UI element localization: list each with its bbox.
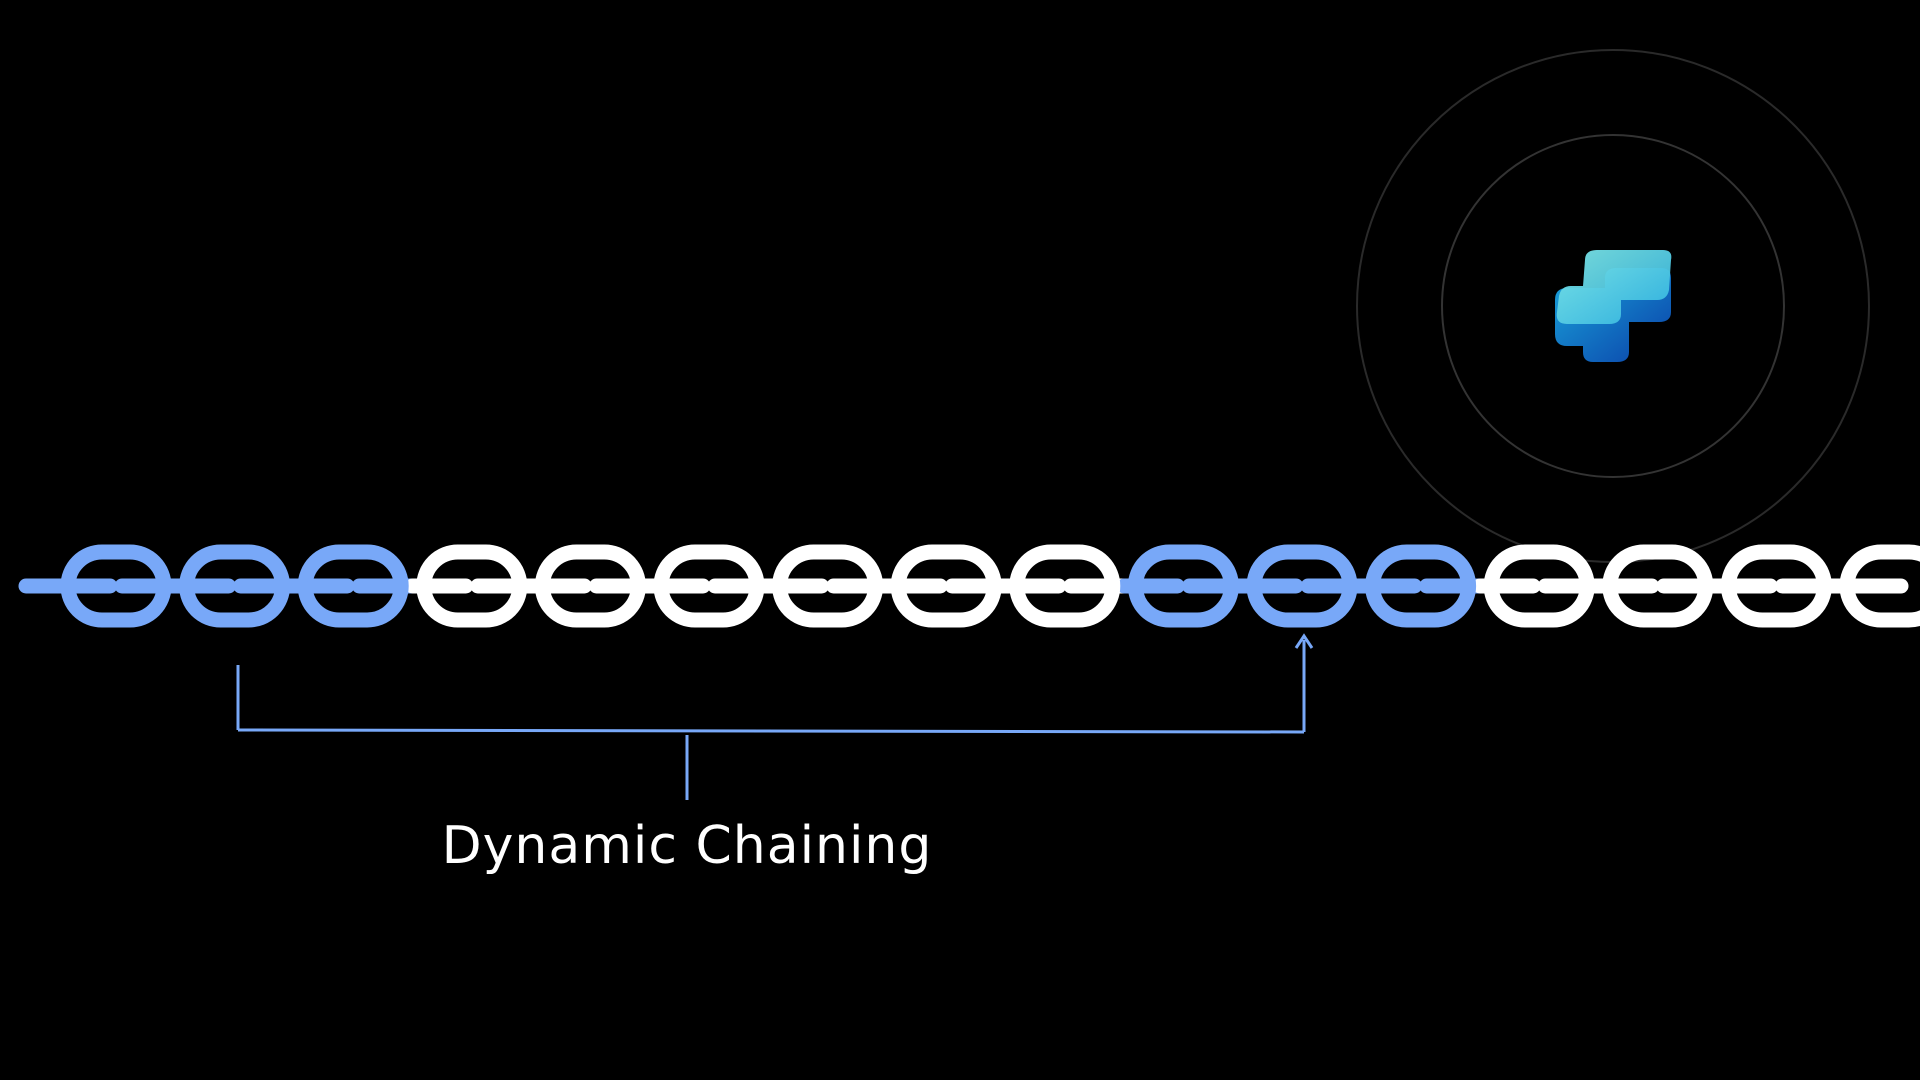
chain-link-highlighted: [179, 544, 291, 628]
chain-link: [1602, 544, 1714, 628]
diagram-caption: Dynamic Chaining: [441, 816, 933, 876]
chain-rivet: [187, 579, 202, 593]
chain-rivet: [386, 579, 401, 593]
logo-top-block: [1556, 250, 1672, 324]
arrow-head-icon: [1294, 633, 1314, 649]
chain-rivet: [1809, 579, 1824, 593]
chain-link: [1839, 544, 1920, 628]
chain-rivet: [306, 579, 321, 593]
chain-rivet: [1848, 579, 1862, 593]
dynamic-chaining-bracket: [236, 633, 1314, 800]
chain-rivet: [1335, 579, 1349, 593]
chain-rivet: [1492, 579, 1507, 593]
chain-rivet: [424, 579, 439, 593]
chain-link: [1009, 544, 1121, 628]
chain: [18, 544, 1920, 628]
chain-rivet: [1255, 579, 1269, 593]
inner-ring: [1441, 134, 1785, 478]
chain-rivet: [504, 579, 519, 593]
chain-link-highlighted: [1127, 544, 1239, 628]
chain-link-highlighted: [1365, 544, 1477, 628]
chain-link: [1720, 544, 1832, 628]
chain-rivet: [1017, 579, 1032, 593]
chain-rivet: [1690, 579, 1705, 593]
chain-rivet: [899, 579, 914, 593]
chain-rivet: [742, 579, 756, 593]
chain-link-highlighted: [1246, 544, 1358, 628]
chain-link: [772, 544, 884, 628]
bracket-horizontal-line: [237, 728, 1305, 734]
chain-link: [890, 544, 1002, 628]
chain-rivet: [1373, 579, 1388, 593]
chain-rivet: [1216, 579, 1231, 593]
copilot-studio-logo-icon: [1555, 250, 1672, 362]
chain-rivet: [267, 579, 282, 593]
chain-link: [1483, 544, 1595, 628]
chain-rivet: [979, 579, 994, 593]
chain-rivet: [1453, 579, 1468, 593]
chain-rivet: [1136, 579, 1151, 593]
chain-rivet: [623, 579, 638, 593]
chain-link: [416, 544, 528, 628]
chain-rivet: [149, 579, 163, 593]
chain-link-highlighted: [60, 544, 172, 628]
chain-rivet: [69, 579, 83, 593]
chain-link: [653, 544, 765, 628]
chain-rivet: [780, 579, 795, 593]
chain-link-highlighted: [297, 544, 409, 628]
chain-rivet: [1572, 579, 1587, 593]
chain-rivet: [1610, 579, 1625, 593]
chain-link: [534, 544, 646, 628]
chain-rivet: [1729, 579, 1744, 593]
chain-rivet: [860, 579, 875, 593]
chain-rivet: [543, 579, 558, 593]
chain-rivet: [662, 579, 676, 593]
chain-rivet: [1097, 579, 1112, 593]
